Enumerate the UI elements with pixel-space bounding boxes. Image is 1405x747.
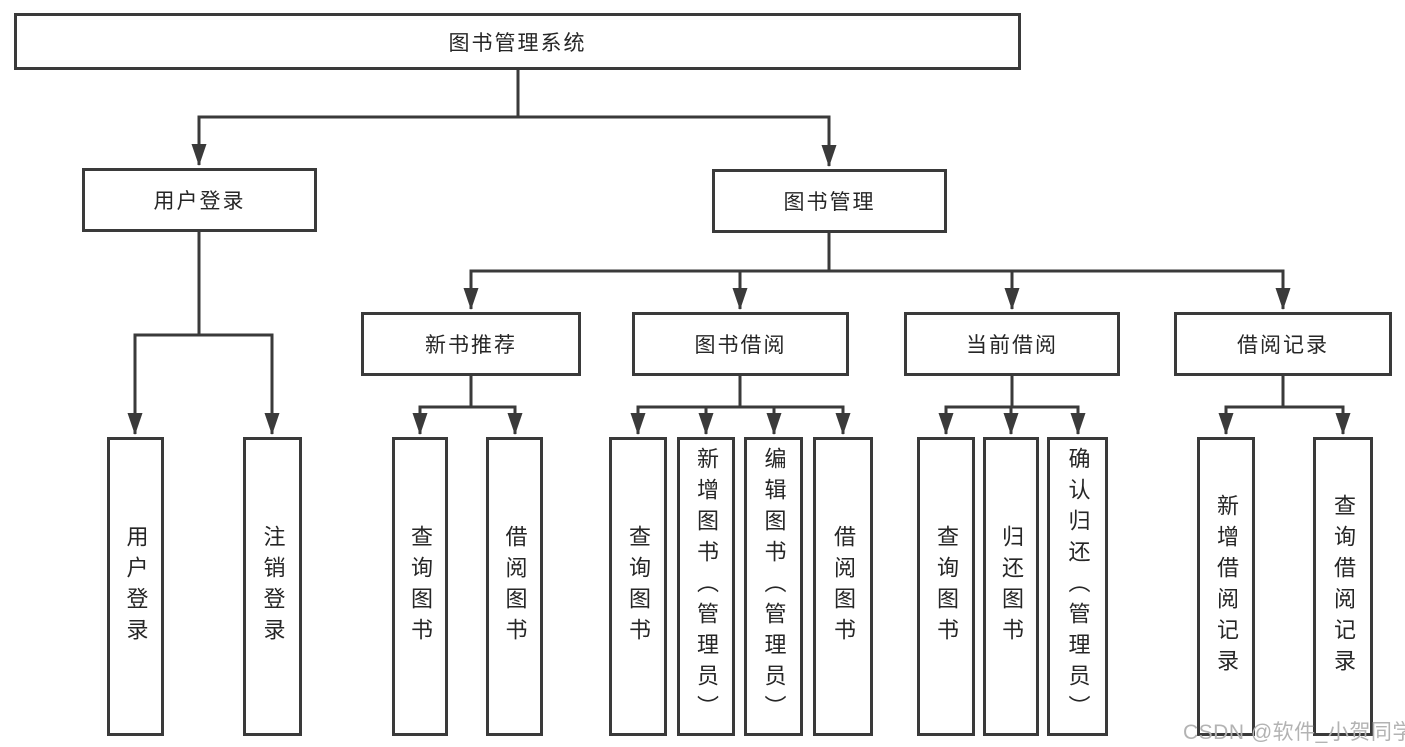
leaf-user-login: 用户登录 xyxy=(107,437,164,736)
leaf-cb-return-books: 归还图书 xyxy=(983,437,1039,736)
node-book-management: 图书管理 xyxy=(712,169,947,233)
leaf-nb-query-books-label: 查询图书 xyxy=(408,524,433,649)
node-new-book-recommend: 新书推荐 xyxy=(361,312,581,376)
csdn-watermark: CSDN @软件_小贺同学 xyxy=(1183,721,1405,744)
leaf-cb-return-books-label: 归还图书 xyxy=(999,524,1024,649)
leaf-nb-borrow-books: 借阅图书 xyxy=(486,437,543,736)
leaf-nb-borrow-books-label: 借阅图书 xyxy=(502,524,528,649)
leaf-bb-borrow-books-label: 借阅图书 xyxy=(831,524,856,649)
node-current-borrowing-label: 当前借阅 xyxy=(966,334,1058,357)
leaf-bb-add-books-admin: 新增图书（管理员） xyxy=(677,437,735,736)
leaf-cb-confirm-return-admin-label: 确认归还（管理员） xyxy=(1065,447,1091,726)
node-current-borrowing: 当前借阅 xyxy=(904,312,1120,376)
connector-book-management-children xyxy=(463,233,1291,310)
node-book-management-label: 图书管理 xyxy=(783,191,876,214)
leaf-cb-query-books-label: 查询图书 xyxy=(934,524,959,649)
node-new-book-recommend-label: 新书推荐 xyxy=(425,334,517,357)
node-user-login-label: 用户登录 xyxy=(153,190,246,213)
leaf-nb-query-books: 查询图书 xyxy=(392,437,448,736)
leaf-cb-query-books: 查询图书 xyxy=(917,437,975,736)
leaf-bb-edit-books-admin-label: 编辑图书（管理员） xyxy=(761,447,787,726)
node-library-system-label: 图书管理系统 xyxy=(448,31,587,55)
leaf-br-add-record-label: 新增借阅记录 xyxy=(1214,493,1239,680)
leaf-bb-borrow-books: 借阅图书 xyxy=(813,437,873,736)
node-book-borrowing: 图书借阅 xyxy=(632,312,849,376)
leaf-logout: 注销登录 xyxy=(243,437,302,736)
leaf-br-query-record: 查询借阅记录 xyxy=(1313,437,1373,736)
connector-current-borrowing-children xyxy=(938,376,1086,435)
connector-book-borrowing-children xyxy=(630,376,851,435)
leaf-br-query-record-label: 查询借阅记录 xyxy=(1331,493,1356,680)
leaf-bb-query-books: 查询图书 xyxy=(609,437,667,736)
leaf-bb-query-books-label: 查询图书 xyxy=(626,524,651,649)
node-borrowing-records: 借阅记录 xyxy=(1174,312,1392,376)
connector-root-to-level2 xyxy=(191,70,837,167)
leaf-user-login-label: 用户登录 xyxy=(123,524,149,649)
leaf-logout-label: 注销登录 xyxy=(260,524,286,649)
node-book-borrowing-label: 图书借阅 xyxy=(694,334,787,357)
leaf-bb-add-books-admin-label: 新增图书（管理员） xyxy=(694,447,719,726)
connector-new-book-recommend-children xyxy=(412,376,523,435)
node-borrowing-records-label: 借阅记录 xyxy=(1237,334,1329,357)
leaf-br-add-record: 新增借阅记录 xyxy=(1197,437,1255,736)
connector-user-login-children xyxy=(127,232,280,435)
leaf-cb-confirm-return-admin: 确认归还（管理员） xyxy=(1047,437,1108,736)
connector-borrowing-records-children xyxy=(1218,376,1351,435)
node-library-system: 图书管理系统 xyxy=(14,13,1021,70)
node-user-login: 用户登录 xyxy=(82,168,317,232)
leaf-bb-edit-books-admin: 编辑图书（管理员） xyxy=(744,437,803,736)
